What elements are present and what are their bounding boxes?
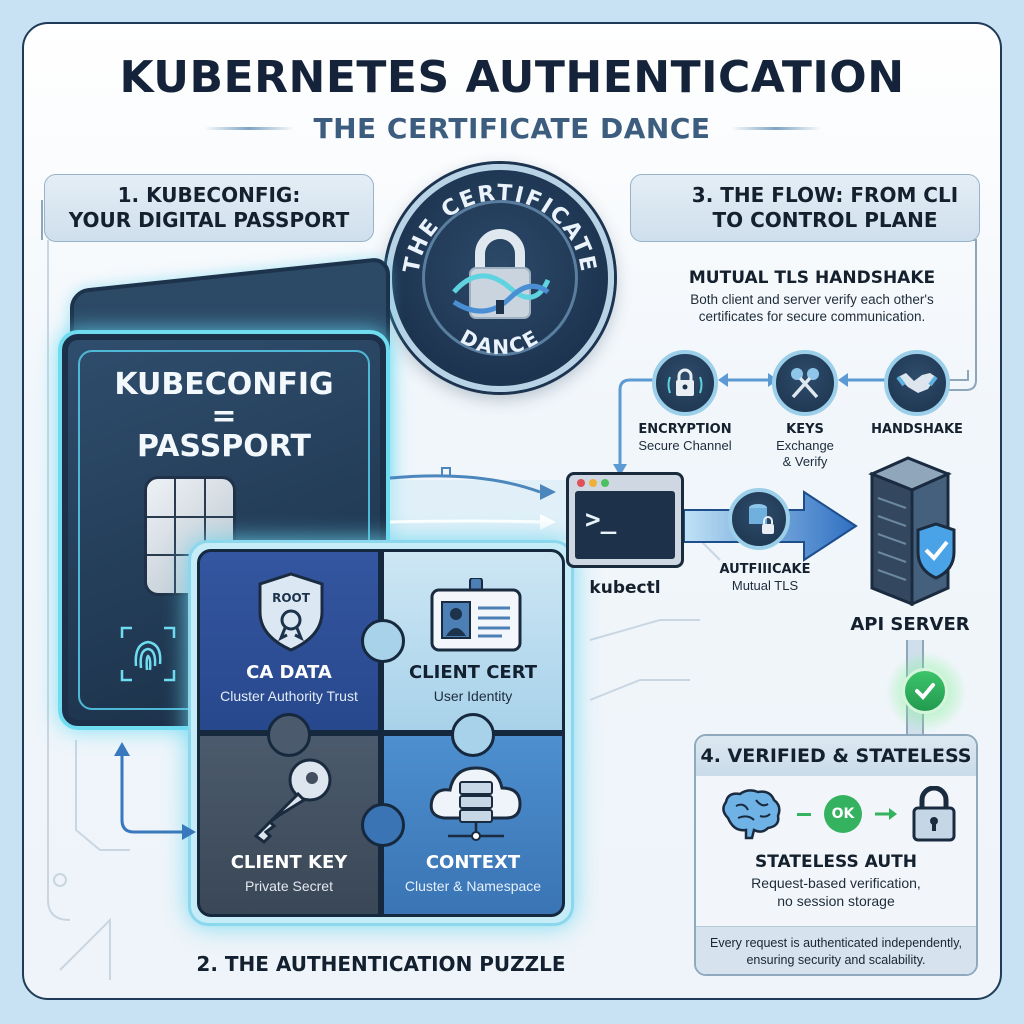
puzzle-caption: 2. THE AUTHENTICATION PUZZLE [196,952,566,976]
puzzle-piece-ca-data: ROOT CA DATA Cluster Authority Trust [197,549,381,733]
stateless-desc-line1: Request-based verification, [751,875,921,891]
encryption-title: ENCRYPTION [638,422,732,437]
root-shield-icon: ROOT [258,572,324,652]
handshake-flow-arrows [613,370,969,476]
keys-subtitle-line2: & Verify [782,454,828,469]
database-lock-icon [749,504,774,534]
section1-heading-line2: YOUR DIGITAL PASSPORT [68,208,350,232]
kubectl-label: kubectl [589,578,661,598]
key-icon [253,758,332,844]
ca-data-subtitle: Cluster Authority Trust [220,688,358,704]
mtls-description: Both client and server verify each other… [650,291,974,325]
passport-to-puzzle-arrow [114,742,196,840]
id-badge-icon [430,578,522,652]
puzzle-knob [267,713,311,757]
handshake-step-button [884,350,950,416]
data-flow-arrows [390,467,570,540]
verified-stateless-panel: 4. VERIFIED & STATELESS OK STATELESS AUT… [694,734,978,976]
padlock-icon [452,229,550,319]
stateless-auth-title: STATELESS AUTH [755,852,917,872]
puzzle-piece-client-cert: CLIENT CERT User Identity [381,549,565,733]
authentication-puzzle: ROOT CA DATA Cluster Authority Trust CLI… [188,540,574,926]
mtls-title: MUTUAL TLS HANDSHAKE [688,268,936,288]
puzzle-knob [361,803,405,847]
context-title: CONTEXT [425,852,521,873]
keys-step-button [772,350,838,416]
mtls-description-line1: Both client and server verify each other… [690,292,934,307]
handshake-icon [896,373,938,393]
section3-heading: 3. THE FLOW: FROM CLI TO CONTROL PLANE [630,174,980,242]
svg-text:ROOT: ROOT [272,591,311,605]
subtitle-divider-left [203,127,294,130]
arrow-right-icon [875,808,897,820]
stateless-footer-line1: Every request is authenticated independe… [709,936,962,950]
verified-check-icon [902,668,948,714]
section4-heading: 4. VERIFIED & STATELESS [696,736,976,776]
client-key-subtitle: Private Secret [245,878,333,894]
mtls-description-line2: certificates for secure communication. [698,309,926,324]
badge-inner-ring [422,200,578,356]
terminal-prompt: >_ [585,505,617,535]
ok-icon: OK [824,795,862,833]
section1-heading-line1: 1. KUBECONFIG: [117,183,301,207]
badge-text-ring: THE CERTIFICATE DANCE [399,181,598,360]
fingerprint-icon [120,626,176,682]
server-shield-icon [868,456,956,606]
context-subtitle: Cluster & Namespace [404,878,542,894]
handshake-title: HANDSHAKE [871,422,963,437]
encryption-step-button [652,350,718,416]
mtls-link-subtitle: Mutual TLS [731,578,799,593]
certificate-dance-badge: THE CERTIFICATE DANCE [386,164,614,392]
client-cert-title: CLIENT CERT [408,662,538,683]
mtls-link-title: AUTFIIICAKE [719,562,811,577]
keys-title: KEYS [786,422,824,437]
subtitle-row: THE CERTIFICATE DANCE [0,112,1024,145]
client-cert-subtitle: User Identity [433,688,513,704]
puzzle-knob [451,713,495,757]
stateless-auth-description: Request-based verification, no session s… [696,874,976,910]
terminal-icon: >_ [575,491,675,559]
brain-icon [722,789,781,840]
api-server-label: API SERVER [850,614,970,635]
stateless-icon-row: OK [718,786,958,842]
puzzle-piece-context: CONTEXT Cluster & Namespace [381,733,565,917]
passport-title-line1: KUBECONFIG [114,367,334,402]
page-subtitle: THE CERTIFICATE DANCE [313,112,711,145]
stateless-desc-line2: no session storage [777,893,895,909]
window-dot-red [577,479,585,487]
lock-signal-icon [667,368,703,396]
connector-line [797,812,811,816]
stateless-footer: Every request is authenticated independe… [696,926,976,974]
puzzle-knob [361,619,405,663]
passport-title-line3: PASSPORT [136,429,312,464]
passport-title-line2: = [211,399,237,434]
subtitle-divider-right [730,127,821,130]
section3-heading-line1: 3. THE FLOW: FROM CLI [691,183,959,207]
padlock-icon [912,786,956,842]
section3-heading-line2: TO CONTROL PLANE [712,208,938,232]
keys-icon [791,368,819,399]
encryption-subtitle: Secure Channel [638,438,732,453]
client-key-title: CLIENT KEY [230,852,348,873]
section1-heading: 1. KUBECONFIG: YOUR DIGITAL PASSPORT [44,174,374,242]
kubectl-terminal[interactable]: >_ [566,472,684,568]
cloud-server-icon [429,766,522,841]
window-dot-yellow [589,479,597,487]
page-title: KUBERNETES AUTHENTICATION [119,52,905,103]
window-dot-green [601,479,609,487]
chip-icon [144,476,236,596]
stateless-footer-line2: ensuring security and scalability. [746,953,926,967]
puzzle-piece-client-key: CLIENT KEY Private Secret [197,733,381,917]
keys-subtitle-line1: Exchange [776,438,834,453]
ca-data-title: CA DATA [246,662,332,683]
mtls-link-badge [728,488,790,550]
